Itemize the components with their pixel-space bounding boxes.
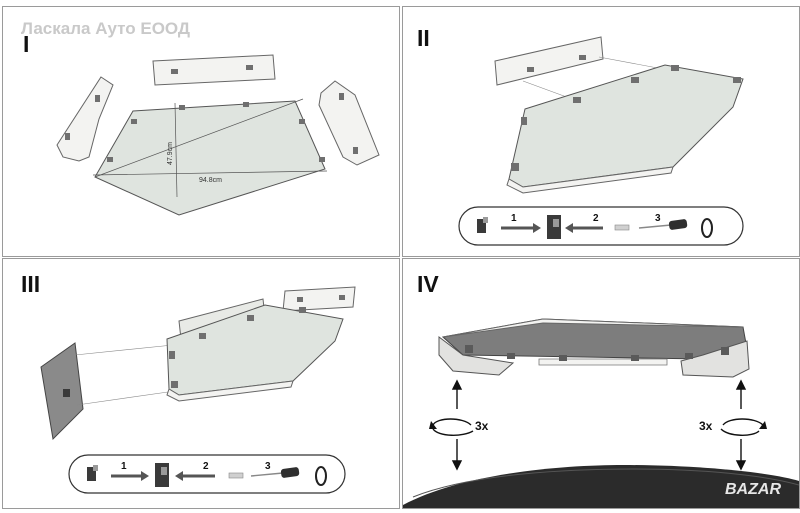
panel-1-number: I — [23, 31, 30, 57]
step-number-2: 2 — [593, 213, 599, 224]
screwdriver-icon — [638, 219, 688, 230]
height-measurement: 47.9cm — [167, 142, 174, 165]
step-number-3: 3 — [655, 213, 661, 224]
panel-4-number: IV — [417, 271, 439, 297]
pin-icon — [614, 224, 630, 231]
step-arrow-left-icon — [175, 471, 215, 481]
installed-deflector-assembly — [438, 318, 750, 378]
main-glass-deflector — [94, 100, 326, 216]
top-deflector-strip — [282, 286, 356, 312]
rotate-right-icon — [720, 418, 767, 436]
step-number-1: 1 — [511, 213, 517, 224]
watermark-text: Ласкала Ауто ЕООД — [21, 19, 191, 38]
panel-2-number: II — [417, 25, 430, 51]
step-number-3: 3 — [265, 461, 271, 472]
right-side-deflector — [318, 80, 380, 166]
panel-3-illustration: 1 2 3 — [40, 286, 356, 494]
step-panel-4: IV 3x 3x BAZAR — [402, 258, 800, 509]
step-arrow-right-icon — [501, 223, 541, 233]
step-panel-2: 1 2 3 II — [402, 6, 800, 257]
bracket-icon — [155, 463, 169, 487]
steps-bubble: 1 2 3 — [68, 454, 346, 494]
step-arrow-right-icon — [111, 471, 149, 481]
turns-left-label: 3x — [475, 419, 489, 433]
bracket-icon — [547, 215, 561, 239]
turns-right-label: 3x — [699, 419, 713, 433]
side-bracket-plate — [40, 342, 84, 441]
measurement-lines — [92, 98, 328, 198]
ring-icon — [315, 466, 327, 486]
clip-icon — [87, 465, 98, 481]
step-arrow-left-icon — [565, 223, 603, 233]
ring-icon — [701, 218, 713, 238]
main-glass-deflector — [166, 304, 344, 402]
connector-lines — [74, 344, 176, 406]
main-glass-deflector — [506, 64, 744, 194]
step-number-2: 2 — [203, 461, 209, 472]
top-deflector-strip — [152, 54, 276, 86]
step-panel-3: 1 2 3 III — [2, 258, 400, 509]
left-adjust-arrows — [451, 379, 463, 471]
panel-2-illustration: 1 2 3 — [458, 36, 744, 246]
panel-1-illustration — [56, 54, 380, 216]
top-deflector-strip — [494, 36, 604, 86]
right-adjust-arrows — [735, 379, 747, 471]
step-panel-1: Ласкала Ауто ЕООД I 94.8cm 47.9cm — [2, 6, 400, 257]
panel-3-number: III — [21, 271, 41, 297]
car-roof-silhouette — [403, 465, 799, 508]
pin-icon — [228, 472, 244, 479]
step-number-1: 1 — [121, 461, 127, 472]
clip-icon — [477, 217, 488, 233]
rotate-left-icon — [429, 418, 474, 436]
steps-bubble: 1 2 3 — [458, 206, 744, 246]
panel-4-illustration — [403, 318, 799, 508]
screwdriver-icon — [250, 467, 300, 478]
left-side-deflector — [56, 76, 114, 162]
width-measurement: 94.8cm — [199, 177, 222, 184]
corner-watermark: BAZAR — [725, 481, 781, 498]
